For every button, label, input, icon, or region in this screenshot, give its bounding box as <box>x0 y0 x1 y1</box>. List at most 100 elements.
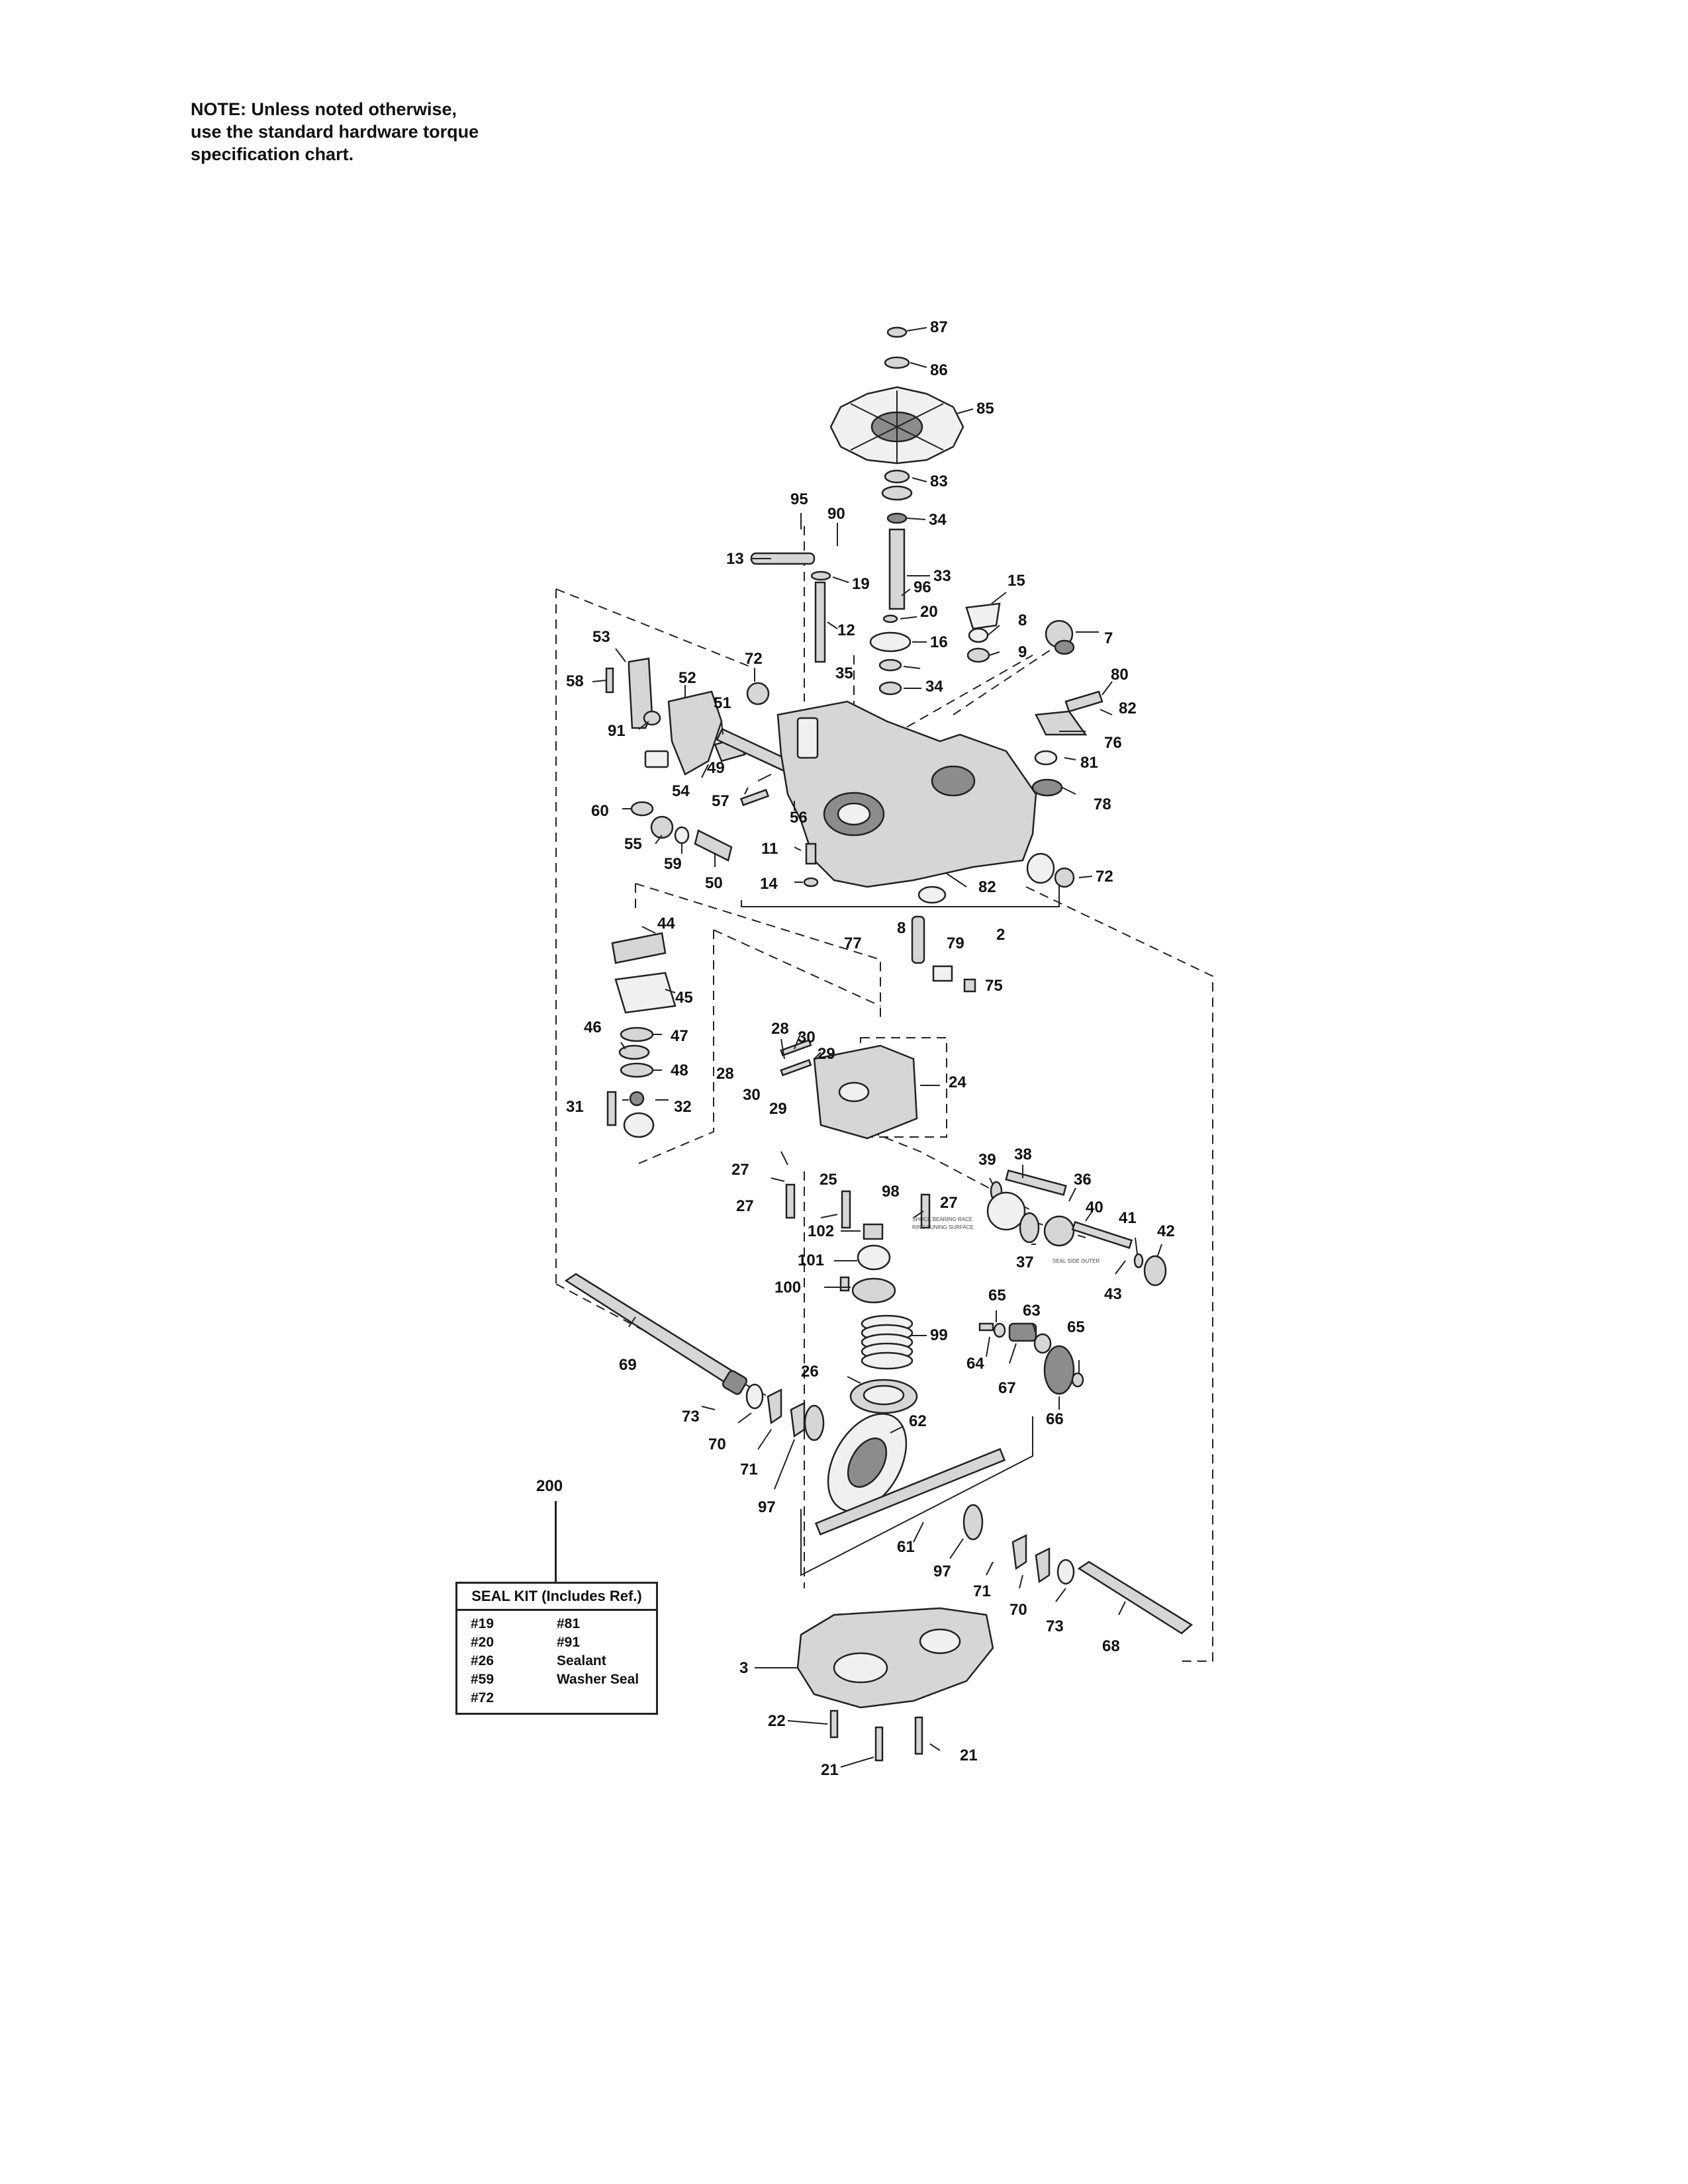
housing-pocket-a <box>833 1652 888 1684</box>
part-67 <box>1008 1322 1037 1342</box>
part-70b <box>1035 1547 1051 1584</box>
part-66 <box>1043 1345 1075 1395</box>
block-port <box>838 1081 870 1103</box>
callout-65b: 65 <box>1067 1318 1085 1336</box>
callout-22: 22 <box>768 1712 786 1730</box>
part-87 <box>886 326 908 338</box>
callout-48: 48 <box>671 1062 688 1079</box>
part-roller <box>623 1112 655 1138</box>
callout-38: 38 <box>1014 1146 1032 1163</box>
callout-68: 68 <box>1102 1637 1120 1655</box>
callout-64: 64 <box>966 1355 984 1373</box>
part-46 <box>618 1044 650 1060</box>
center-section <box>780 1037 947 1229</box>
part-60 <box>630 801 654 817</box>
part-61-axle <box>814 1447 1006 1536</box>
callout-87: 87 <box>930 318 948 336</box>
part-40 <box>1071 1220 1133 1250</box>
part-21b <box>914 1716 923 1755</box>
part-79 <box>932 965 953 982</box>
callout-24: 24 <box>949 1073 966 1091</box>
part-53-arm <box>628 657 653 729</box>
callout-12: 12 <box>837 621 855 639</box>
part-28 <box>780 1039 812 1057</box>
callout-102: 102 <box>808 1222 834 1240</box>
callout-11: 11 <box>761 840 778 858</box>
seal-kit-item: #19 <box>471 1616 494 1631</box>
callout-83: 83 <box>930 473 948 490</box>
callout-75: 75 <box>985 977 1003 995</box>
callout-21: 21 <box>821 1761 839 1779</box>
part-27-bolt-b <box>920 1193 931 1229</box>
part-97-gear-a <box>804 1404 825 1441</box>
callout-79: 79 <box>947 934 964 952</box>
callout-44: 44 <box>657 915 675 933</box>
callout-13: 13 <box>726 550 744 568</box>
part-44 <box>611 932 667 964</box>
callout-62: 62 <box>909 1412 927 1430</box>
callout-42: 42 <box>1157 1222 1175 1240</box>
callout-72: 72 <box>745 650 763 668</box>
seal-kit-item: #26 <box>471 1653 494 1668</box>
part-45 <box>614 972 677 1014</box>
lower-housing <box>796 1607 994 1762</box>
callout-45: 45 <box>675 989 693 1007</box>
callout-40: 40 <box>1086 1199 1103 1216</box>
seal-kit-item: #72 <box>471 1690 494 1706</box>
part-102 <box>863 1223 884 1240</box>
part-47 <box>620 1026 654 1042</box>
callout-70: 70 <box>708 1435 726 1453</box>
callout-8: 8 <box>1018 612 1027 629</box>
callout-49: 49 <box>707 759 725 777</box>
part-57 <box>739 788 770 807</box>
callout-97b: 97 <box>933 1563 951 1580</box>
part-16 <box>869 631 912 653</box>
part-36b <box>1043 1215 1075 1247</box>
part-64 <box>978 1322 994 1332</box>
callout-20: 20 <box>920 603 938 621</box>
callout-28b: 28 <box>716 1065 734 1083</box>
main-housing <box>741 700 1075 993</box>
housing-pocket-b <box>919 1628 961 1655</box>
callout-51: 51 <box>714 694 731 712</box>
callout-30: 30 <box>798 1028 816 1046</box>
part-99-spring <box>861 1314 914 1370</box>
tiny-label: SEAL SIDE OUTER <box>1053 1258 1100 1264</box>
part-33-shaft <box>888 528 906 610</box>
callout-numbers: 87 86 85 83 34 95 90 13 19 33 96 15 20 8… <box>566 318 1175 1779</box>
part-54 <box>644 750 669 768</box>
callout-71b: 71 <box>973 1582 991 1600</box>
callout-99: 99 <box>930 1326 948 1344</box>
part-68-axle <box>1077 1561 1194 1635</box>
part-72-top <box>746 682 770 705</box>
part-65 <box>993 1322 1006 1338</box>
part-36 <box>986 1191 1026 1231</box>
callout-9: 9 <box>1018 643 1027 661</box>
callout-8b: 8 <box>897 919 906 937</box>
part-63 <box>1033 1333 1052 1354</box>
part-9 <box>966 647 990 663</box>
callout-60: 60 <box>591 802 609 820</box>
part-76-arm <box>1035 710 1088 736</box>
callout-86: 86 <box>930 361 948 379</box>
callout-7: 7 <box>1104 629 1113 647</box>
part-48 <box>620 1062 654 1078</box>
note-line: use the standard hardware torque <box>191 122 479 142</box>
part-73a <box>745 1383 764 1410</box>
callout-32: 32 <box>674 1098 692 1116</box>
callout-59: 59 <box>664 855 682 873</box>
pump-stack <box>839 1223 918 1414</box>
part-83b <box>881 485 913 501</box>
callout-36: 36 <box>1074 1171 1092 1189</box>
part-70a <box>767 1388 782 1425</box>
part-7b <box>1054 639 1075 655</box>
callout-28: 28 <box>771 1020 789 1038</box>
callout-63: 63 <box>1023 1302 1041 1320</box>
callout-69: 69 <box>619 1356 637 1374</box>
part-20 <box>882 614 898 623</box>
upper-right-parts <box>965 602 1103 797</box>
axles <box>564 1273 1194 1635</box>
callout-82b: 82 <box>978 878 996 896</box>
callout-70b: 70 <box>1009 1601 1027 1619</box>
